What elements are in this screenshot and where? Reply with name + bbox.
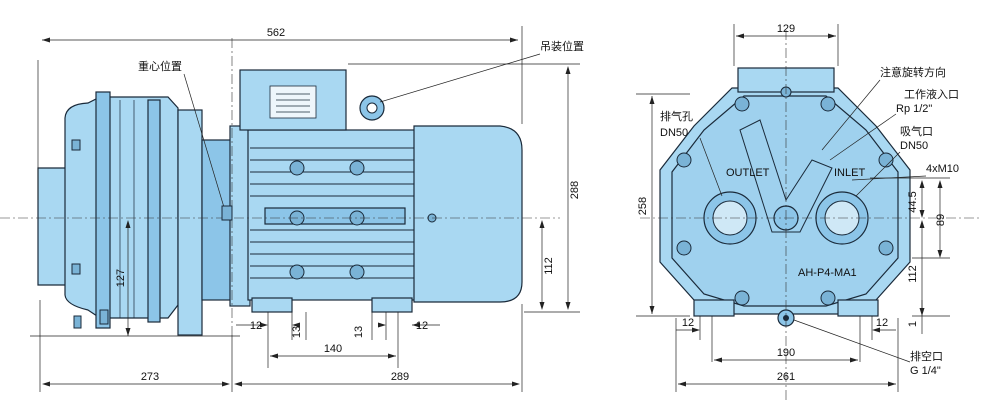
casing-rib-2 [147,99,161,323]
side-view: 562 288 112 127 12 13 13 12 140 [0,26,584,392]
label-center-of-gravity: 重心位置 [138,59,182,73]
name-plate [269,85,317,119]
dim-overall-height: 288 [569,181,581,199]
dim-top-width: 129 [777,23,795,35]
front-foot-right [837,299,879,317]
dim-front-height: 258 [637,197,649,215]
motor-foot-left [251,297,293,313]
casing-rib-1 [95,91,111,329]
motor-front-flange [229,125,251,307]
label-exhaust-size: DN50 [660,127,688,139]
label-drain-port: 排空口 [910,349,943,363]
label-drain-thread: G 1/4" [910,365,941,377]
dim-shaft-height-left: 127 [115,269,127,287]
label-working-liquid-thread: Rp 1/2" [896,103,932,115]
dim-foot-width-left: 12 [250,320,262,332]
dim-front-foot-left: 12 [682,317,694,329]
front-view: OUTLET INLET AH-P4-MA1 129 258 44.5 89 [636,23,980,400]
model-plate: AH-P4-MA1 [798,267,857,279]
dim-foot-gap-right: 13 [353,326,365,338]
dim-front-foot-right: 12 [876,317,888,329]
label-exhaust-port: 排气孔 [660,109,693,123]
label-mount-holes: 4xM10 [926,163,959,175]
dim-front-length: 273 [141,371,159,383]
label-rotation-direction: 注意旋转方向 [880,65,946,79]
front-foot-left [693,299,735,317]
dim-foot-thickness: 1 [907,321,919,327]
adapter-flange [177,109,203,336]
fan-cover [413,125,523,303]
motor-foot-right [371,297,413,313]
dim-hole-span: 190 [777,347,795,359]
dim-foot-span: 140 [324,343,342,355]
label-suction-port: 吸气口 [900,124,933,138]
dim-rear-length: 289 [391,371,409,383]
label-working-liquid-inlet: 工作液入口 [904,87,959,101]
dim-port-offset: 44.5 [907,191,919,212]
label-suction-size: DN50 [900,140,928,152]
label-lifting-position: 吊装位置 [540,39,584,53]
dim-front-shaft-height: 112 [907,265,919,283]
dim-foot-width-right: 12 [416,320,428,332]
dim-overall-length: 562 [267,27,285,39]
dim-base-width: 261 [777,371,795,383]
dim-port-height: 89 [935,214,947,226]
outlet-plate: OUTLET [726,167,770,179]
inlet-plate: INLET [834,167,865,179]
dim-foot-gap-left: 13 [291,326,303,338]
dim-shaft-height-right: 112 [543,257,555,275]
